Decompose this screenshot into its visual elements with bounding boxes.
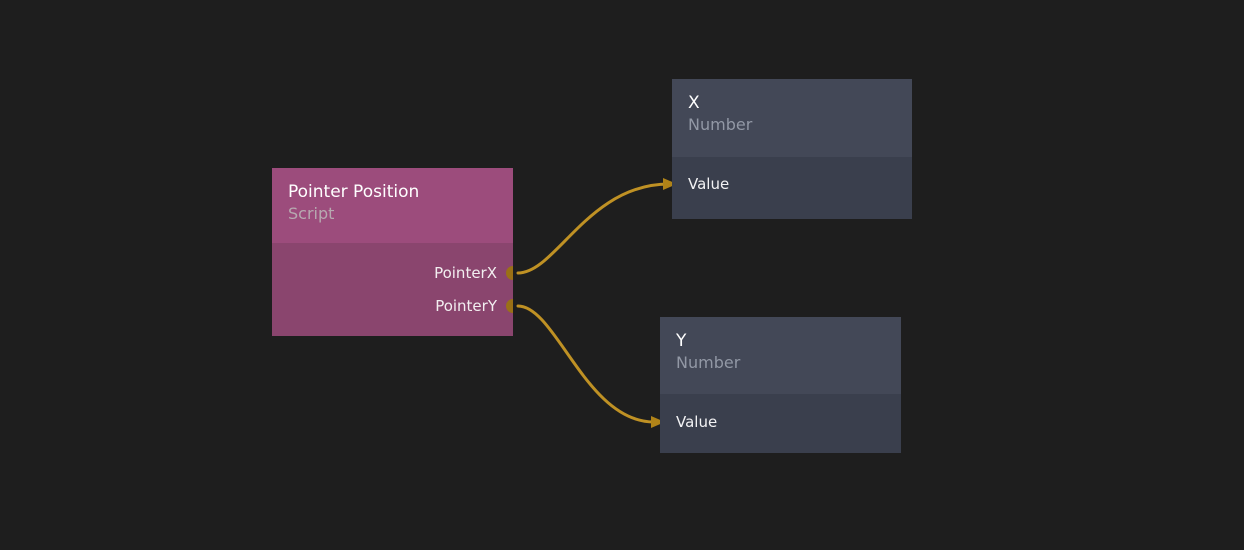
node-pointer-position-header[interactable]: Pointer Position Script <box>272 168 513 243</box>
input-port-y-value-label: Value <box>676 413 718 431</box>
node-x-number-body: Value <box>672 157 912 219</box>
output-port-pointerx[interactable]: PointerX <box>434 263 497 283</box>
node-y-number-header[interactable]: Y Number <box>660 317 901 394</box>
output-port-pointerx-label: PointerX <box>434 264 497 282</box>
node-y-number-title: Y <box>676 331 687 351</box>
output-port-pointery-dot-icon[interactable] <box>506 299 513 313</box>
node-x-number-subtitle: Number <box>688 115 753 134</box>
output-port-pointerx-dot-icon[interactable] <box>506 266 513 280</box>
node-pointer-position[interactable]: Pointer Position Script PointerX Pointer… <box>272 168 513 336</box>
node-x-number-header[interactable]: X Number <box>672 79 912 157</box>
node-x-number-title: X <box>688 93 700 113</box>
node-pointer-position-body: PointerX PointerY <box>272 243 513 336</box>
input-port-x-value-label: Value <box>688 175 730 193</box>
input-port-y-value[interactable]: Value <box>676 412 717 432</box>
node-pointer-position-subtitle: Script <box>288 204 335 223</box>
output-port-pointery[interactable]: PointerY <box>435 296 497 316</box>
node-y-number[interactable]: Y Number Value <box>660 317 901 453</box>
node-x-number[interactable]: X Number Value <box>672 79 912 219</box>
output-port-pointery-label: PointerY <box>435 297 497 315</box>
edge-pointery-to-y-value <box>516 304 656 424</box>
node-y-number-body: Value <box>660 394 901 453</box>
node-pointer-position-title: Pointer Position <box>288 182 420 202</box>
edge-pointerx-to-x-value <box>516 182 671 275</box>
node-y-number-subtitle: Number <box>676 353 741 372</box>
input-port-x-value[interactable]: Value <box>688 174 729 194</box>
